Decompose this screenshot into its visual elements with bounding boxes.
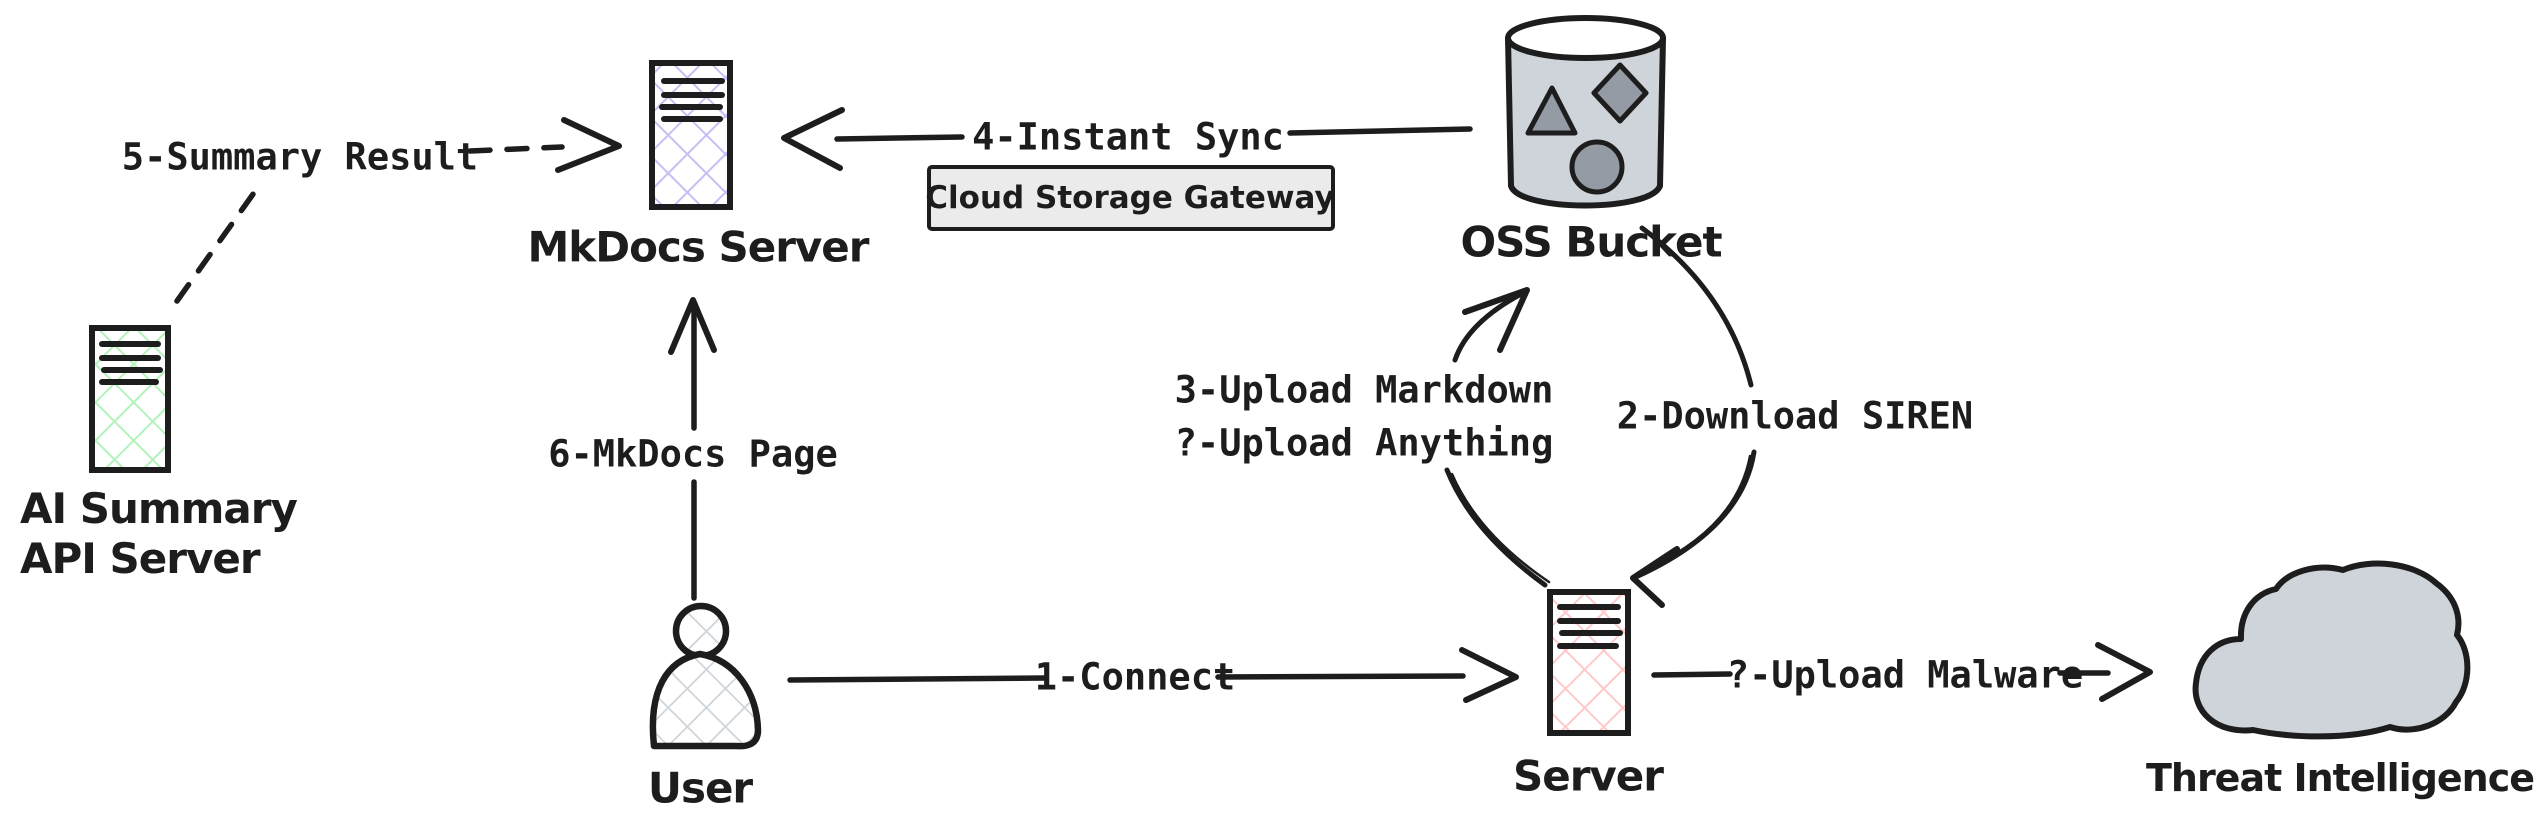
mkdocs-server-label: MkDocs Server: [527, 222, 870, 272]
arrowhead-right-icon: [2095, 642, 2153, 702]
upload-malware-label: ?-Upload Malware: [1726, 653, 2084, 697]
mkdocs-server-icon: [649, 60, 733, 210]
mkdocs-page-arrow: [668, 297, 717, 601]
ai-api-server-icon: [89, 325, 171, 473]
arrowhead-upright-icon: [1462, 287, 1530, 353]
server-icon: [1547, 589, 1631, 736]
cloud-storage-gateway-label: Cloud Storage Gateway: [925, 180, 1335, 216]
circle-shape: [1569, 139, 1625, 195]
arrowhead-up-icon: [668, 297, 717, 355]
summary-result-arrow: [174, 117, 622, 304]
arrowhead-left-icon: [781, 107, 845, 171]
triangle-shape: [1525, 85, 1578, 136]
ai-api-server-label: AI Summary API Server: [20, 484, 298, 584]
server-label: Server: [1512, 751, 1664, 801]
user-icon: [649, 602, 762, 750]
instant-sync-label: 4-Instant Sync: [972, 115, 1284, 159]
ai-api-server-label-line2: API Server: [20, 534, 261, 583]
ai-api-server-label-line1: AI Summary: [20, 484, 298, 533]
mkdocs-page-label: 6-MkDocs Page: [548, 432, 838, 476]
download-siren-label: 2-Download SIREN: [1616, 394, 1974, 438]
cloud-icon: [2192, 560, 2471, 740]
upload-markdown-arrow: [1444, 287, 1551, 588]
upload-malware-arrow: [1651, 642, 2153, 702]
arrowhead-right-icon: [1459, 647, 1519, 703]
diamond-shape: [1591, 62, 1649, 124]
cloud-storage-gateway-box: [927, 165, 1335, 231]
arrowhead-right-icon: [555, 117, 622, 173]
download-siren-arrow: [1630, 225, 1757, 608]
threat-intelligence-label: Threat Intelligence: [2145, 756, 2535, 800]
oss-bucket-icon: [1505, 15, 1666, 209]
arrowhead-downleft-icon: [1630, 546, 1680, 608]
summary-result-label: 5-Summary Result: [121, 135, 479, 179]
connect-label: 1-Connect: [1034, 655, 1236, 699]
upload-anything-label: ?-Upload Anything: [1174, 421, 1554, 465]
user-label: User: [647, 763, 753, 813]
connect-arrow: [787, 647, 1519, 703]
upload-markdown-label: 3-Upload Markdown: [1174, 368, 1554, 412]
instant-sync-arrow: [781, 107, 1473, 171]
oss-bucket-label: OSS Bucket: [1460, 217, 1722, 267]
